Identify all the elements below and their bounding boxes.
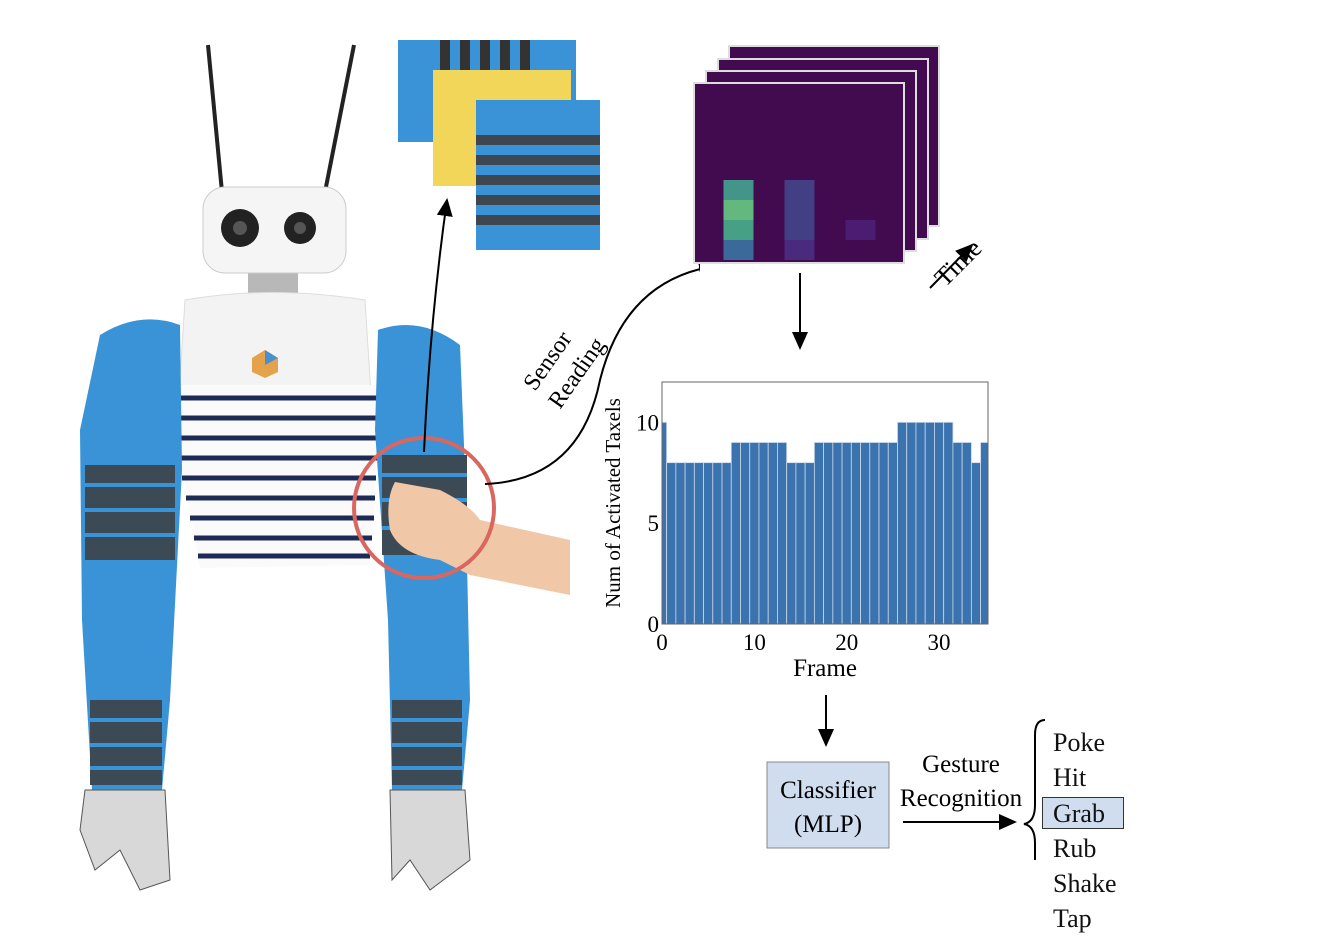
bar (675, 462, 686, 625)
bar (961, 442, 972, 625)
bar (850, 442, 861, 625)
x-tick-label: 10 (743, 630, 766, 655)
classifier-flow: Classifier (MLP) Gesture Recognition (766, 695, 1046, 860)
bar (878, 442, 889, 625)
bar (661, 421, 668, 625)
y-tick-label: 0 (648, 612, 660, 637)
robot-torso (177, 292, 373, 411)
fabric-swatches (398, 40, 600, 250)
bar (703, 462, 714, 625)
gesture-grab: Grab (1053, 799, 1105, 828)
bar (906, 421, 917, 625)
bar (832, 442, 843, 625)
bar-chart: 0 10 20 30 0 5 10 Frame Num of Activated Taxel… (601, 381, 989, 682)
bar (721, 462, 732, 625)
striped-shirt (168, 385, 382, 568)
bar (712, 462, 723, 625)
human-hand (388, 482, 570, 595)
bar (887, 442, 898, 625)
classifier-box (766, 761, 890, 849)
y-tick-label: 5 (648, 511, 660, 536)
bar (795, 462, 806, 625)
robot-photo: Sensor Reading (79, 40, 700, 891)
gesture-poke: Poke (1053, 728, 1105, 757)
bar (684, 462, 695, 625)
bar (804, 462, 815, 625)
heatmap-cell (723, 180, 754, 200)
recognition-label: Recognition (900, 785, 1023, 812)
bar (740, 442, 751, 625)
bar (934, 421, 945, 625)
heatmap-cell (723, 200, 754, 220)
bar (813, 442, 825, 625)
bar (943, 421, 954, 625)
gesture-rub: Rub (1053, 834, 1097, 863)
gesture-label: Gesture (922, 751, 1000, 778)
gesture-hit: Hit (1053, 763, 1087, 792)
x-tick-label: 20 (835, 630, 858, 655)
time-arrow (929, 243, 974, 289)
classifier-sublabel: (MLP) (794, 811, 862, 838)
antenna-right (323, 44, 356, 193)
heatmap-cell (723, 220, 754, 240)
heatmap-cell (845, 220, 876, 240)
left-gripper (79, 789, 171, 891)
time-label: Time (929, 234, 988, 293)
x-tick-label: 0 (656, 630, 668, 655)
bar (749, 442, 760, 625)
x-axis-label: Frame (793, 655, 857, 682)
bar (897, 421, 908, 625)
classifier-label: Classifier (780, 777, 876, 804)
bar (823, 442, 834, 625)
right-gripper (389, 789, 471, 891)
bar (841, 442, 852, 625)
heatmap-stack: Time (693, 45, 988, 350)
robot-head (202, 186, 347, 274)
bar (980, 442, 989, 625)
bar (915, 421, 926, 625)
selected-gesture-highlight (1042, 797, 1124, 829)
bar (786, 462, 797, 625)
bar (970, 462, 982, 625)
bar (730, 442, 741, 625)
bar (767, 442, 778, 625)
heatmap-cell (784, 220, 815, 240)
heatmap-cell (723, 240, 754, 260)
x-tick-label: 30 (928, 630, 951, 655)
gesture-tap: Tap (1053, 904, 1092, 933)
y-axis-label: Num of Activated Taxels (601, 398, 625, 608)
chart-frame (661, 381, 989, 625)
bar (693, 462, 704, 625)
bar (666, 462, 677, 625)
bar (869, 442, 880, 625)
arrow-to-fabric (423, 198, 453, 453)
y-tick-label: 10 (636, 410, 659, 435)
heatmap-cell (784, 240, 815, 260)
heatmap-cell (784, 180, 815, 200)
bar (924, 421, 935, 625)
gesture-shake: Shake (1053, 869, 1117, 898)
bar (952, 442, 963, 625)
left-sleeve (80, 319, 182, 790)
bar (758, 442, 769, 625)
brace (1023, 719, 1046, 860)
bar (860, 442, 871, 625)
arrow-to-heatmap (484, 260, 700, 485)
antenna-left (206, 44, 224, 193)
bar (777, 442, 788, 625)
heatmap-cell (784, 200, 815, 220)
